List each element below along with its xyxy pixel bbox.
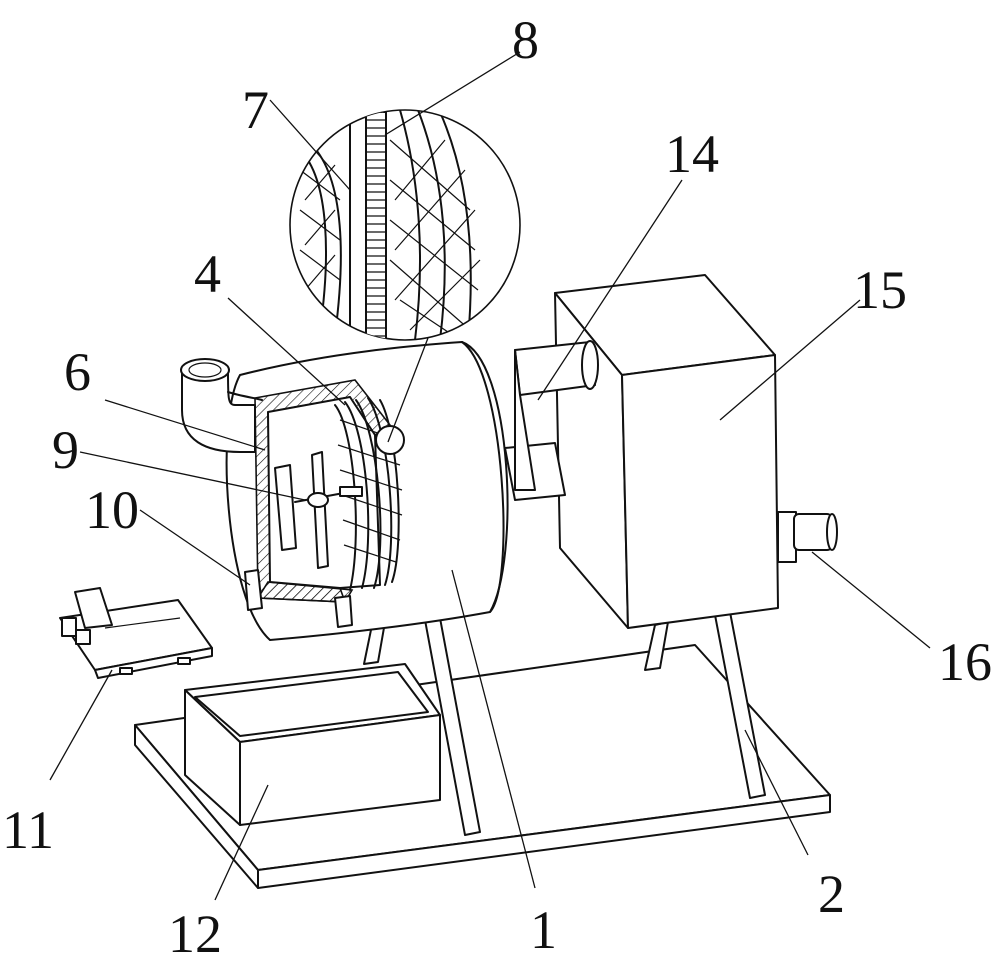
label-15: 15 xyxy=(853,260,907,320)
label-11: 11 xyxy=(2,800,54,860)
label-6: 6 xyxy=(64,342,91,402)
label-9: 9 xyxy=(52,420,79,480)
cutaway-section xyxy=(244,379,403,628)
support-legs xyxy=(363,611,766,836)
part-labels: 7 8 4 6 9 10 14 15 16 11 12 1 2 xyxy=(2,10,992,962)
agitator xyxy=(274,451,363,569)
nozzle-part xyxy=(59,587,213,679)
output-shaft xyxy=(777,511,838,563)
label-4: 4 xyxy=(194,244,221,304)
magnified-detail xyxy=(289,109,521,443)
label-10: 10 xyxy=(85,480,139,540)
label-12: 12 xyxy=(168,904,222,962)
label-8: 8 xyxy=(512,10,539,70)
motor-box xyxy=(554,274,779,629)
coupling-block xyxy=(504,340,599,501)
label-1: 1 xyxy=(530,900,557,960)
label-2: 2 xyxy=(818,864,845,924)
label-7: 7 xyxy=(242,80,269,140)
collection-box xyxy=(184,663,441,826)
leader-lines xyxy=(49,51,931,901)
label-14: 14 xyxy=(665,124,719,184)
inspection-knob xyxy=(375,425,405,455)
filter-screen xyxy=(334,397,403,591)
label-16: 16 xyxy=(938,632,992,692)
